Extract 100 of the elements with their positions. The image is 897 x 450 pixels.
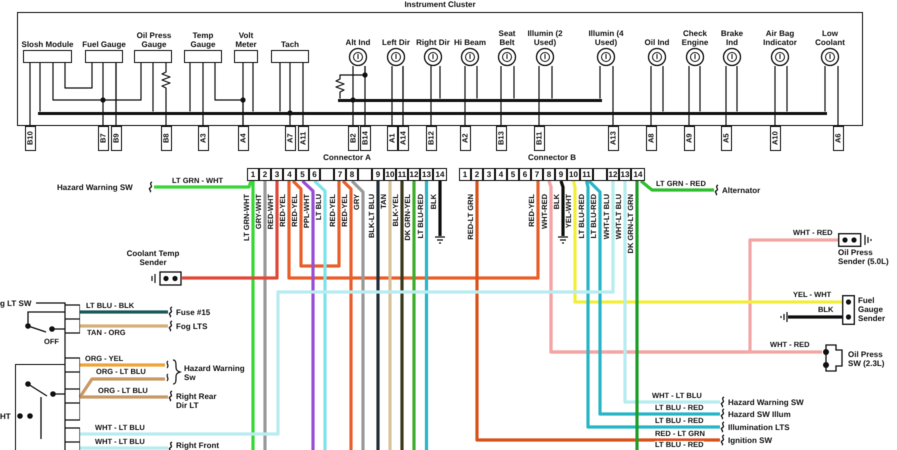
pin-cell: 9 — [555, 168, 567, 181]
circuit-trace — [612, 66, 614, 126]
wire — [475, 181, 720, 442]
circuit-trace — [699, 66, 701, 112]
component-label: Hazard Warning SW — [728, 396, 805, 408]
pin-cell: 3 — [271, 168, 283, 181]
wire — [182, 181, 279, 280]
gauge-label: Oil Press Gauge — [136, 30, 172, 49]
pin-cell: 2 — [471, 168, 483, 181]
component-label: Fuse #15 — [176, 306, 212, 318]
circuit-trace — [189, 63, 191, 112]
circuit-trace — [202, 63, 204, 126]
pin-cell: 2 — [259, 168, 271, 181]
circuit-trace — [837, 66, 839, 126]
wire — [572, 180, 842, 304]
lamp-label: Hi Beam — [453, 37, 487, 47]
component-label: Alternator — [722, 184, 762, 196]
pin-cell: 5 — [507, 168, 519, 181]
pin-cell: 11 — [580, 168, 593, 181]
wire — [424, 181, 428, 450]
circuit-trace — [513, 66, 515, 98]
circuit-trace — [736, 66, 738, 112]
circuit-trace — [152, 63, 154, 112]
wire — [301, 180, 315, 450]
circuit-trace — [29, 63, 31, 126]
pin-cell: 1 — [247, 168, 259, 181]
circuit-trace — [599, 66, 601, 98]
pin-cell: 10 — [567, 168, 580, 181]
component-label: Coolant Temp Sender — [126, 248, 180, 267]
circuit-trace — [402, 66, 404, 98]
circuit-trace — [538, 66, 540, 126]
pin-cell: 10 — [384, 168, 396, 181]
circuit-trace — [102, 63, 104, 126]
gauge-label: Volt Meter — [234, 30, 258, 49]
circuit-trace — [551, 66, 553, 98]
pin-cell: 3 — [483, 168, 495, 181]
pin-cell: 13 — [420, 168, 433, 181]
wire — [412, 181, 416, 450]
wire — [78, 377, 165, 398]
wire — [263, 181, 267, 450]
gauge-label: Slosh Module — [20, 39, 74, 49]
pin-cell: 4 — [283, 168, 296, 181]
lamp-label: Low Coolant — [814, 28, 846, 47]
wire — [80, 181, 615, 436]
circuit-trace — [439, 66, 441, 98]
component-label: Right Rear Dir LT — [176, 391, 218, 412]
lamp-label: Brake Ind — [720, 28, 744, 47]
lamp-label: Air Bag Indicator — [762, 28, 798, 47]
circuit-trace — [430, 66, 432, 126]
wire — [287, 181, 540, 280]
circuit-trace — [352, 66, 354, 126]
pin-cell: 6 — [519, 168, 531, 181]
circuit-trace — [650, 66, 652, 126]
circuit-trace — [391, 66, 393, 126]
wire — [400, 181, 404, 450]
pin-cell: 14 — [631, 168, 645, 181]
pin-cell: 8 — [346, 168, 358, 181]
wire — [292, 180, 341, 268]
pin-cell: 4 — [495, 168, 507, 181]
component-label: Right Front — [176, 441, 220, 450]
pin-cell: 1 — [459, 168, 471, 181]
wire — [623, 181, 720, 404]
circuit-trace — [464, 66, 466, 126]
wire — [559, 180, 565, 236]
circuit-trace — [476, 66, 478, 98]
circuit-trace — [335, 66, 366, 98]
lamp-label: Alt Ind — [344, 37, 372, 47]
pin-cell: 11 — [396, 168, 408, 181]
lamp-label: Illumin (2 Used) — [526, 28, 564, 47]
circuit-trace — [214, 63, 244, 126]
wire — [342, 180, 353, 450]
component-label: Fuel Gauge Sender — [858, 296, 886, 325]
connector-title: Connector B — [527, 153, 577, 164]
pin-cell — [593, 168, 607, 181]
wire — [350, 180, 365, 450]
pin-cell: 12 — [607, 168, 619, 181]
circuit-trace — [64, 63, 93, 89]
pin-cell — [358, 168, 372, 181]
gauge-label: Temp Gauge — [190, 30, 216, 49]
wire — [438, 181, 442, 236]
wire — [640, 180, 714, 192]
component-label: Ignition SW — [728, 434, 773, 446]
wire — [376, 181, 380, 450]
circuit-trace — [500, 66, 502, 126]
wire — [80, 363, 165, 367]
circuit-trace — [161, 63, 171, 126]
lamp-label: Seat Belt — [498, 28, 516, 47]
wire — [251, 181, 255, 450]
connector-title: Connector A — [322, 153, 372, 164]
pin-cell: 6 — [309, 168, 320, 181]
pin-cell: 7 — [334, 168, 346, 181]
component-label: Hazard Warning SW — [57, 182, 134, 193]
pin-cell: 9 — [372, 168, 384, 181]
wire — [154, 180, 253, 189]
pin-cell: 5 — [296, 168, 309, 181]
component-label: Hazard Warning Sw — [184, 363, 246, 384]
circuit-trace — [39, 63, 41, 112]
circuit-trace — [115, 63, 117, 112]
gauge-label: Fuel Gauge — [81, 39, 127, 49]
component-label: Oil Press SW (2.3L) — [848, 349, 886, 370]
